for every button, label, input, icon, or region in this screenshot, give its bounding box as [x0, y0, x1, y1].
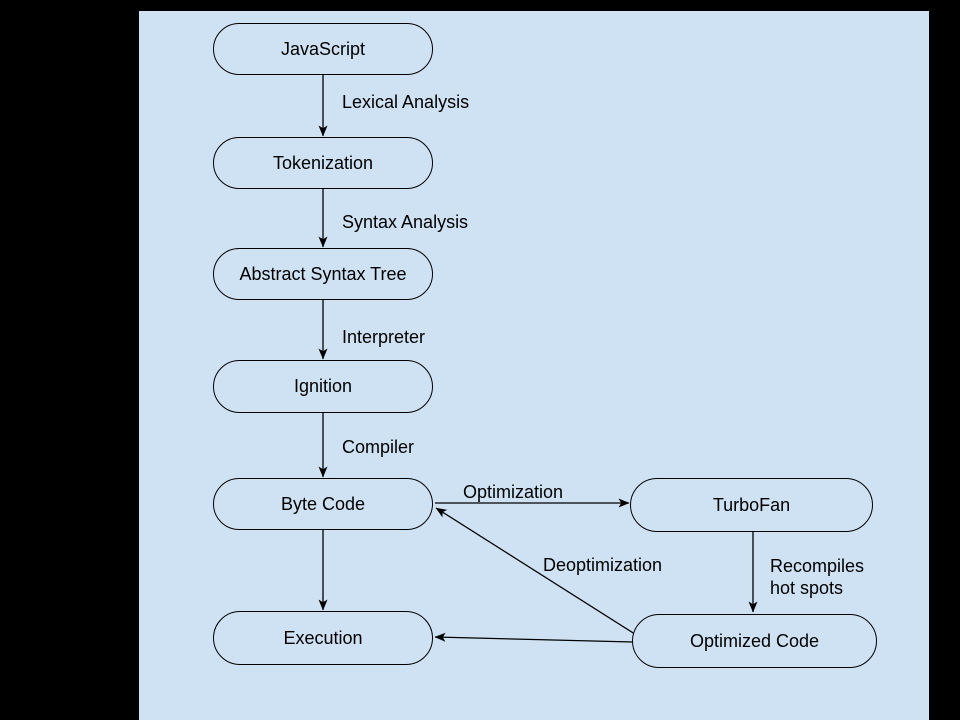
node-byte-code: Byte Code [213, 478, 433, 530]
edge-optimized-to-bytecode-deoptimization [435, 507, 639, 637]
node-abstract-syntax-tree-label: Abstract Syntax Tree [239, 263, 407, 284]
node-ignition: Ignition [213, 360, 433, 413]
node-execution: Execution [213, 611, 433, 665]
node-execution-label: Execution [283, 627, 363, 648]
node-turbofan: TurboFan [630, 478, 873, 532]
node-turbofan-label: TurboFan [712, 494, 791, 515]
diagram-canvas: JavaScript Tokenization Abstract Syntax … [139, 11, 929, 720]
node-optimized-code: Optimized Code [632, 614, 877, 668]
node-javascript-label: JavaScript [280, 38, 366, 59]
edge-label-interpreter: Interpreter [342, 327, 426, 347]
node-ignition-label: Ignition [293, 376, 353, 396]
node-optimized-code-label: Optimized Code [689, 630, 820, 651]
edges-layer [318, 75, 758, 643]
edge-label-compiler: Compiler [342, 437, 415, 457]
edge-label-recompiles-hot-spots: Recompiles hot spots [770, 556, 865, 598]
node-abstract-syntax-tree: Abstract Syntax Tree [213, 248, 433, 300]
edge-label-optimization: Optimization [463, 482, 564, 502]
edge-label-syntax-analysis: Syntax Analysis [342, 212, 469, 232]
edge-label-lexical-analysis: Lexical Analysis [342, 92, 470, 112]
node-byte-code-label: Byte Code [280, 493, 366, 514]
edge-label-deoptimization: Deoptimization [543, 555, 663, 575]
edge-optimized-to-execution [434, 632, 634, 643]
node-javascript: JavaScript [213, 23, 433, 75]
node-tokenization: Tokenization [213, 137, 433, 189]
node-tokenization-label: Tokenization [272, 152, 374, 173]
